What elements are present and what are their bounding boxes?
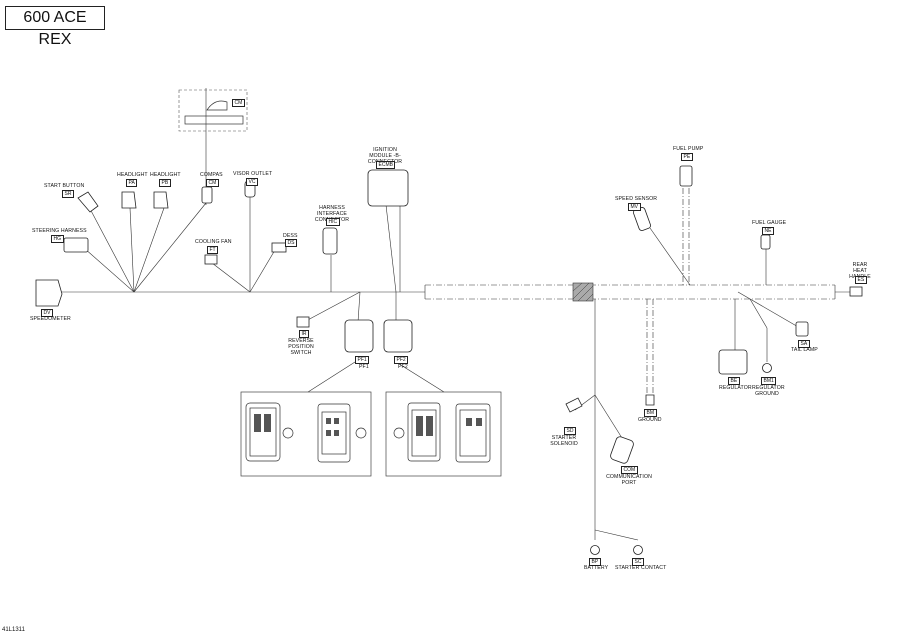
reverse-switch-connector-icon [296, 316, 310, 328]
battery-label: BATTERY [584, 565, 609, 571]
headlight-a-label: HEADLIGHT [117, 172, 148, 178]
regulator-label: REGULATOR [719, 385, 752, 391]
steering-harness-label: STEERING HARNESS [32, 228, 87, 234]
tail-lamp-label: TAIL LAMP [791, 347, 818, 353]
figure-reference: 41L1311 [2, 627, 25, 633]
compas-code: CM [206, 179, 219, 187]
compas-detail-code: CM [232, 99, 245, 107]
steering-harness-connector-icon [63, 237, 89, 253]
start-button-code: SR [62, 190, 74, 198]
communication-port-label: COMMUNICATION PORT [606, 474, 652, 486]
pf1-label: PF1 [359, 364, 369, 370]
fuel-pump-connector-icon [679, 165, 693, 187]
regulator-ground-label: REGULATOR GROUND [752, 385, 785, 397]
cooling-fan-label: COOLING FAN [195, 239, 232, 245]
rear-heat-handle-code: ES [855, 276, 867, 284]
diagram-title: 600 ACE REX [5, 6, 105, 48]
dess-label: DESS [283, 233, 298, 239]
compas-label: COMPAS [200, 172, 223, 178]
reverse-switch-label: REVERSE POSITION SWITCH [288, 338, 314, 356]
starter-solenoid-connector-icon [565, 397, 583, 413]
fuel-gauge-label: FUEL GAUGE [752, 220, 787, 226]
pf2-connector-icon [383, 319, 413, 353]
ignition-module-code: ECMB [376, 161, 396, 169]
visor-outlet-label: VISOR OUTLET [233, 171, 273, 177]
speedometer-label: SPEEDOMETER [30, 316, 71, 322]
speedometer-code: DV [41, 309, 53, 317]
harness-interface-code: HIC [326, 218, 340, 226]
pf2-label: PF2 [398, 364, 408, 370]
headlight-b-connector-icon [153, 191, 169, 209]
pf1-code: PF1 [355, 356, 370, 364]
pf2-code: PF2 [394, 356, 409, 364]
battery-code: BP [589, 558, 601, 566]
rear-heat-connector-icon [849, 286, 863, 297]
cooling-fan-connector-icon [204, 254, 218, 265]
visor-outlet-code: VC [246, 178, 258, 186]
starter-solenoid-label: STARTER SOLENOID [550, 435, 578, 447]
start-button-label: START BUTTON [44, 183, 85, 189]
tail-lamp-code: SA [798, 340, 810, 348]
headlight-a-code: PA [126, 179, 138, 187]
pf1-connector-icon [344, 319, 374, 353]
dess-connector-icon [271, 242, 287, 253]
harness-interface-connector-icon [322, 227, 338, 255]
cooling-fan-code: FT [207, 246, 219, 254]
headlight-b-code: PB [159, 179, 171, 187]
dess-code: DS [285, 239, 297, 247]
ignition-module-connector-icon [367, 169, 409, 207]
regulator-ground-terminal-icon [762, 363, 772, 373]
start-button-connector-icon [77, 191, 99, 213]
starter-contact-code: SC [632, 558, 644, 566]
communication-port-code: COM [621, 466, 638, 474]
starter-solenoid-code: SD [564, 427, 576, 435]
fuel-gauge-connector-icon [760, 234, 771, 250]
speed-sensor-code: MV [628, 203, 641, 211]
regulator-ground-code: BM1 [761, 377, 777, 385]
regulator-connector-icon [718, 349, 748, 375]
regulator-code: BE [728, 377, 740, 385]
speed-sensor-label: SPEED SENSOR [615, 196, 658, 202]
ground-terminal-icon [645, 394, 655, 406]
fuel-gauge-code: NE [762, 227, 774, 235]
battery-terminal-icon [590, 545, 600, 555]
ground-label: GROUND [638, 417, 662, 423]
compas-connector-icon [201, 186, 213, 204]
reverse-switch-code: IR [299, 330, 309, 338]
fuel-pump-code: PE [681, 153, 693, 161]
communication-port-connector-icon [610, 436, 634, 464]
headlight-b-label: HEADLIGHT [150, 172, 181, 178]
tail-lamp-connector-icon [795, 321, 809, 337]
headlight-a-connector-icon [121, 191, 137, 209]
ground-code: BM [644, 409, 657, 417]
starter-contact-terminal-icon [633, 545, 643, 555]
speedometer-connector-icon [35, 279, 63, 307]
fuel-pump-label: FUEL PUMP [673, 146, 704, 152]
steering-harness-code: HG [51, 235, 64, 243]
starter-contact-label: STARTER CONTACT [615, 565, 667, 571]
